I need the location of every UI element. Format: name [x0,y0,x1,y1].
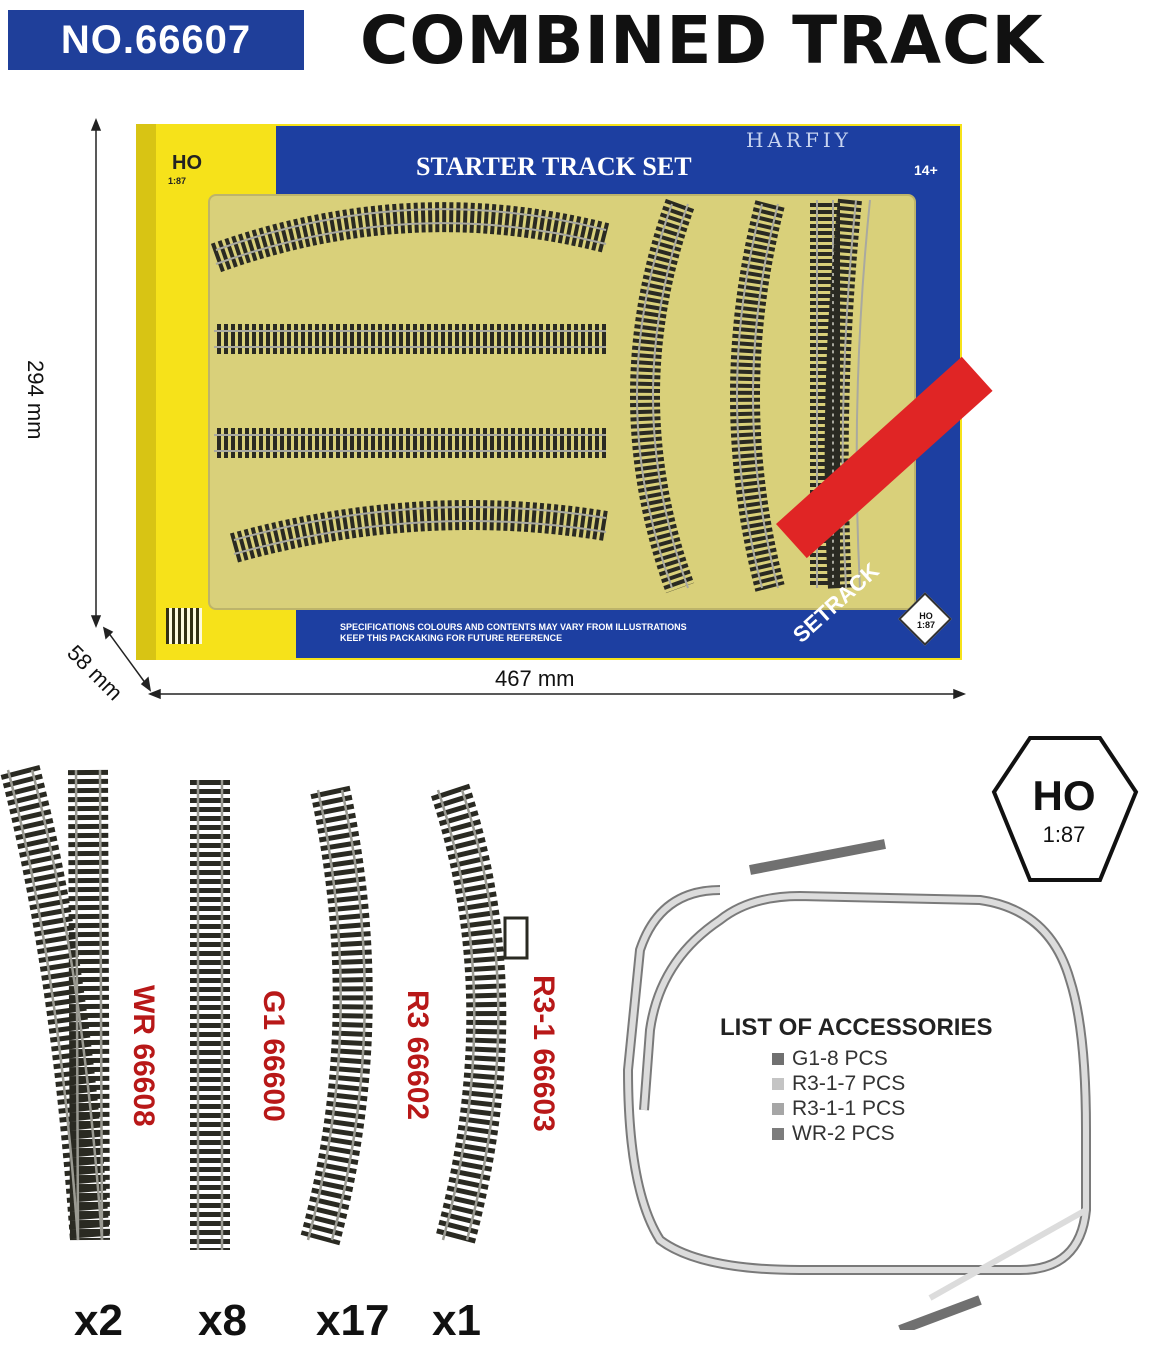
piece-label-r3-1: R3-1 66603 [527,975,560,1132]
accessory-item-text: R3-1-1 PCS [792,1096,906,1120]
piece-qty-r3-1: x1 [432,1296,481,1345]
layout-diagram [622,839,1091,1330]
accessory-item-text: R3-1-7 PCS [792,1071,906,1095]
box-note: SPECIFICATIONS COLOURS AND CONTENTS MAY … [340,622,687,644]
accessory-item: WR-2 PCS [772,1121,905,1146]
accessories-title: LIST OF ACCESSORIES [720,1014,993,1041]
track-pieces [0,764,529,1250]
piece-label-wr: WR 66608 [127,985,160,1127]
height-dimension-label: 294 mm [23,360,48,440]
ho-logo-text: HO [1032,772,1096,819]
box-ho-badge-text: HO 1:87 [912,612,940,630]
page-title: COMBINED TRACK [360,1,1044,79]
box-blue-bottom-band [296,606,960,658]
qr-code-icon [166,608,202,644]
accessory-swatch [772,1077,784,1090]
box-age-rating: 14+ [914,162,938,178]
box-scale-label: 1:87 [168,176,187,186]
accessory-item: R3-1-1 PCS [772,1096,905,1121]
ho-logo-icon [991,736,1139,882]
product-box: HARFIY STARTER TRACK SET 14+ HO 1:87 SPE… [136,124,993,660]
piece-label-r3: R3 66602 [401,990,434,1121]
box-brand: HARFIY [746,128,852,152]
dimension-arrows [90,117,967,700]
box-note-line-2: KEEP THIS PACKAKING FOR FUTURE REFERENCE [340,633,563,643]
accessory-swatch [772,1052,784,1065]
accessory-swatch [772,1127,784,1140]
box-title: STARTER TRACK SET [416,152,692,181]
piece-qty-g1: x8 [198,1296,247,1345]
box-ho-label: HO [172,152,202,174]
box-side [136,124,156,660]
accessory-item: R3-1-7 PCS [772,1071,905,1096]
accessories-list: G1-8 PCS R3-1-7 PCS R3-1-1 PCS WR-2 PCS [772,1046,905,1146]
box-blue-top-band [276,126,960,196]
box-note-line-1: SPECIFICATIONS COLOURS AND CONTENTS MAY … [340,622,687,632]
accessory-item-text: WR-2 PCS [792,1121,895,1145]
piece-qty-r3: x17 [316,1296,390,1345]
piece-label-g1: G1 66600 [257,990,290,1122]
piece-qty-wr: x2 [74,1296,123,1345]
model-number-badge: NO.66607 [8,10,304,70]
width-dimension-label: 467 mm [495,666,575,691]
accessory-item: G1-8 PCS [772,1046,905,1071]
box-badge-ho: HO [919,611,933,621]
r3-1-accessory-icon [503,916,529,960]
accessory-swatch [772,1102,784,1115]
accessory-item-text: G1-8 PCS [792,1046,888,1070]
box-badge-scale: 1:87 [916,620,935,630]
ho-logo-scale: 1:87 [1042,822,1086,847]
